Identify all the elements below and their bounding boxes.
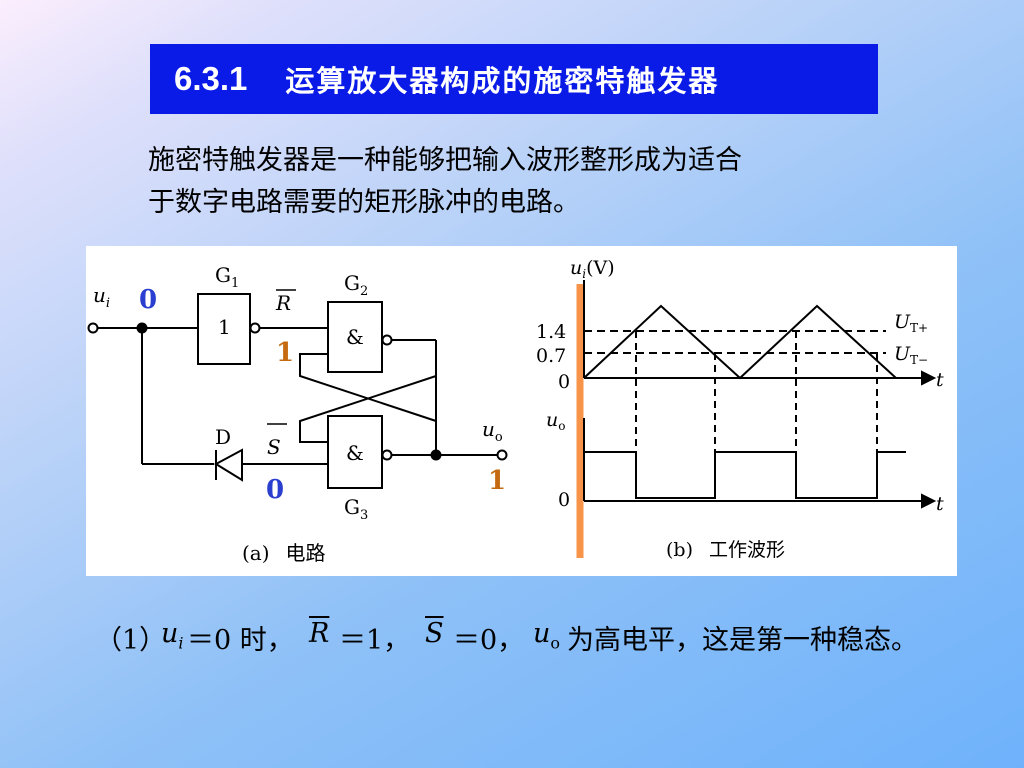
diode-label: D xyxy=(215,425,231,449)
s-value: 0 xyxy=(266,475,284,505)
r-value: 1 xyxy=(276,338,294,368)
output-terminal xyxy=(496,449,508,461)
g2-symbol: & xyxy=(346,325,364,349)
g1-label: G1 xyxy=(215,263,239,291)
intro-line-1: 施密特触发器是一种能够把输入波形整形成为适合 xyxy=(148,145,742,176)
state-statement: （1） ui ＝0 时， R ＝1， S ＝0， uo 为高电平，这是第一种稳态… xyxy=(95,612,1015,662)
tick-low-label: 0.7 xyxy=(536,345,566,367)
g3-bubble xyxy=(381,449,393,461)
statement-s-bar: S xyxy=(425,618,444,649)
g3-symbol: & xyxy=(346,441,364,465)
input-value: 0 xyxy=(139,285,157,315)
uo-time-axis-arrow xyxy=(921,493,937,509)
statement-r-bar: R xyxy=(309,618,330,649)
section-number: 6.3.1 xyxy=(174,60,248,97)
statement-prefix: （1） xyxy=(95,625,167,656)
input-label: ui xyxy=(93,283,110,311)
statement-ui-eq: ＝0 时， xyxy=(187,625,294,656)
intro-line-2: 于数字电路需要的矩形脉冲的电路。 xyxy=(148,187,580,218)
slide-title-banner: 6.3.1 运算放大器构成的施密特触发器 xyxy=(150,44,878,114)
g1-symbol: 1 xyxy=(218,315,231,339)
tick-high-label: 1.4 xyxy=(536,321,566,343)
figure-panel: ui 0 G1 1 R 1 G2 & & G3 D S 0 uo 1 (a)电路 xyxy=(86,246,957,576)
diode-symbol xyxy=(213,448,328,482)
g1-bubble xyxy=(249,322,261,334)
statement-s-eq: ＝0， xyxy=(453,625,525,656)
g3-label: G3 xyxy=(344,495,368,523)
intro-paragraph: 施密特触发器是一种能够把输入波形整形成为适合 于数字电路需要的矩形脉冲的电路。 xyxy=(148,140,948,224)
output-label: uo xyxy=(482,417,503,445)
top-origin-label: 0 xyxy=(558,371,570,393)
g2-gate xyxy=(327,301,383,373)
uo-axis-label: uo xyxy=(546,409,565,433)
input-terminal xyxy=(87,322,99,334)
output-value: 1 xyxy=(488,466,506,496)
figure-svg: ui 0 G1 1 R 1 G2 & & G3 D S 0 uo 1 (a)电路 xyxy=(87,257,944,565)
circuit-diagram: ui 0 G1 1 R 1 G2 & & G3 D S 0 uo 1 (a)电路 xyxy=(87,263,508,565)
ui-time-axis-arrow xyxy=(921,370,937,386)
cross-wire-g2-to-g3 xyxy=(299,375,437,443)
statement-ui: ui xyxy=(161,618,184,653)
waveform-diagram: ui(V) 1.4 0.7 0 UT+ UT− t uo 0 t (b)工作波形 xyxy=(536,257,944,561)
output-junction-dot xyxy=(430,449,442,461)
output-square-wave xyxy=(584,451,906,499)
ui-axis-label: ui(V) xyxy=(570,257,615,281)
waveform-caption: (b)工作波形 xyxy=(666,539,785,561)
section-title: 运算放大器构成的施密特触发器 xyxy=(285,64,720,98)
input-triangle-wave xyxy=(583,304,897,380)
g2-label: G2 xyxy=(344,271,368,299)
s-bar-label: S xyxy=(267,435,281,459)
r-bar-label: R xyxy=(275,291,291,315)
g2-bubble xyxy=(381,334,393,346)
ut-minus-label: UT− xyxy=(894,343,928,367)
g1-gate xyxy=(197,293,251,365)
statement-r-eq: ＝1， xyxy=(339,625,411,656)
circuit-caption: (a)电路 xyxy=(242,541,326,565)
bottom-origin-label: 0 xyxy=(558,489,570,511)
top-t-label: t xyxy=(936,369,944,391)
statement-uo: uo xyxy=(533,618,561,653)
g3-gate xyxy=(327,415,383,489)
bottom-t-label: t xyxy=(936,493,944,515)
statement-suffix: 为高电平，这是第一种稳态。 xyxy=(567,625,918,656)
ut-plus-label: UT+ xyxy=(894,311,928,335)
